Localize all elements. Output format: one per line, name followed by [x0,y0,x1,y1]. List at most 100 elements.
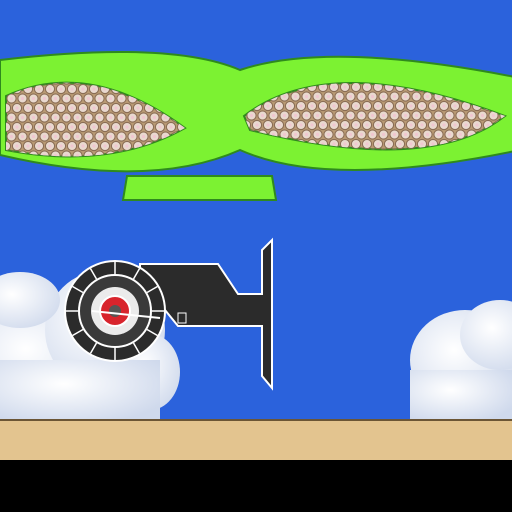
pellet-center [486,123,490,127]
pellet-center [6,144,8,148]
pellet-center [75,96,80,101]
pellet-center [414,132,419,137]
pellet-center [42,96,47,101]
pellet-center [348,94,353,99]
pellet-center [53,96,58,101]
pellet-center [97,115,102,120]
pellet-center [288,123,292,127]
pellet-center [169,125,173,129]
pellet-center [125,125,129,129]
pellet-center [332,142,336,146]
pellet-center [20,134,25,139]
pellet-center [370,94,375,99]
pellet-center [15,144,19,148]
pellet-center [403,113,408,118]
pellet-center [136,106,140,110]
launcher-segment-divider [146,285,158,294]
pellet-center [315,113,320,118]
launcher-segment-divider [132,268,141,280]
pellet-center [70,144,74,148]
pellet-center [381,113,386,118]
pellet-center [108,134,113,139]
pellet-center [453,104,457,108]
pellet-center [420,123,424,127]
pellet-center [409,123,413,127]
pellet-center [343,123,347,127]
pellet-center [163,115,168,120]
pellet-center [53,134,58,139]
pellet-center [64,96,69,101]
pellet-center [42,134,47,139]
pellet-center [114,144,118,148]
pellet-center [436,94,441,99]
pellet-center [26,125,30,129]
pellet-center [326,113,331,118]
pellet-center [81,144,85,148]
pellet-center [9,115,14,120]
pellet-center [381,132,386,137]
pellet-center [392,94,397,99]
pellet-center [48,106,52,110]
pellet [61,82,72,85]
pellet-center [282,132,287,137]
pellet-center [64,115,69,120]
pellet-center [249,113,254,118]
pellet-center [158,125,162,129]
pellet-center [464,123,468,127]
pellet-center [59,106,63,110]
pellet-center [425,113,430,118]
pellet-center [103,144,107,148]
pellet-center [315,132,320,137]
pellet-center [387,123,391,127]
pellet-center [37,125,41,129]
pellet-center [26,106,30,110]
pellet-center [315,94,320,99]
launcher-segment-divider [89,268,98,280]
pellet [6,140,12,152]
pellet-center [321,123,325,127]
pellet-center [163,134,168,139]
pellet-center [92,144,96,148]
airship[interactable] [0,51,512,201]
pellet [6,121,12,133]
pellet-center [75,115,80,120]
pellet-center [343,85,347,89]
pellet-center [370,113,375,118]
pellet-center [15,106,19,110]
pellet-center [425,132,430,137]
pellet-center [458,132,463,137]
pellet-center [332,123,336,127]
pellet-center [453,123,457,127]
pellet-center [326,132,331,137]
pellet-center [370,132,375,137]
pellet-center [354,142,358,146]
pellet-center [6,125,8,129]
pellet-center [42,115,47,120]
pellet-center [392,113,397,118]
pellet-center [103,106,107,110]
pellet-center [398,104,402,108]
pellet-center [293,132,298,137]
pellet-center [387,142,391,146]
pellet-center [92,87,96,91]
pellet-center [458,113,463,118]
pellet-center [293,113,298,118]
pellet-center [277,123,281,127]
pellet-center [376,123,380,127]
pellet-center [59,144,63,148]
pellet-center [86,115,91,120]
pellet-center [266,123,270,127]
pellet-center [271,113,276,118]
pellet-center [70,125,74,129]
pellet-center [343,104,347,108]
pellet-center [130,134,135,139]
pellet-center [48,144,52,148]
pellet-center [442,104,446,108]
pellet-center [48,125,52,129]
pellet-center [277,104,281,108]
pellet-center [31,134,36,139]
rotary-launcher[interactable] [64,260,187,362]
pellet-center [431,104,435,108]
pellet-center [464,104,468,108]
